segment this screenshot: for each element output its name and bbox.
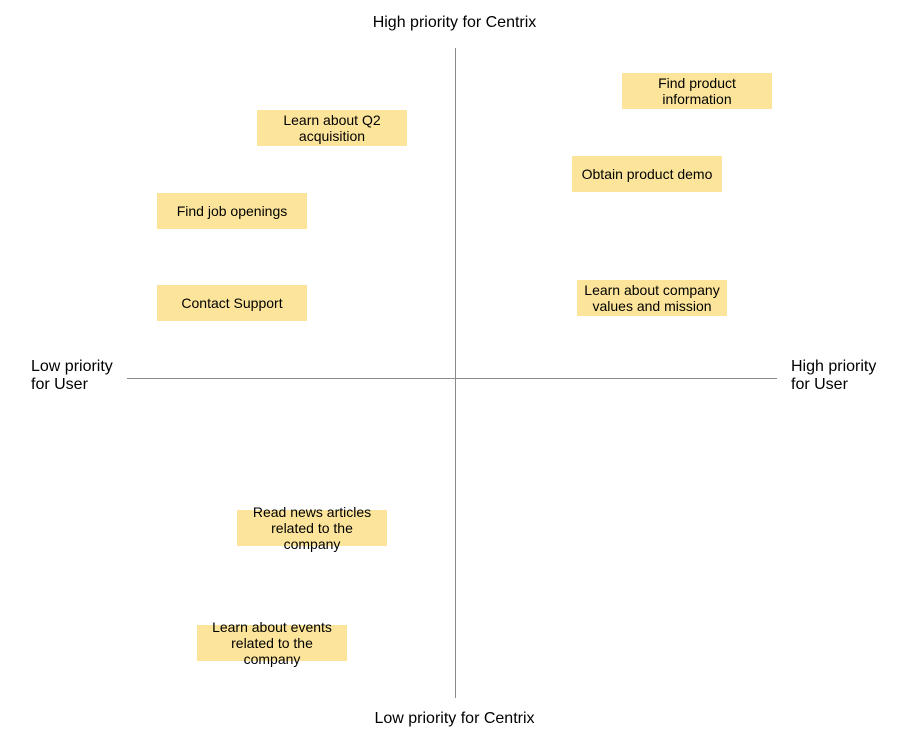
vertical-axis-line xyxy=(455,48,456,698)
sticky-note-text: Find job openings xyxy=(176,203,288,219)
sticky-note-company-values-mission[interactable]: Learn about company values and mission xyxy=(577,280,727,316)
sticky-note-contact-support[interactable]: Contact Support xyxy=(157,285,307,321)
sticky-note-text: Learn about Q2 acquisition xyxy=(283,112,381,144)
sticky-note-text: Find product information xyxy=(658,75,736,107)
sticky-note-q2-acquisition[interactable]: Learn about Q2 acquisition xyxy=(257,110,407,146)
axis-label-high-priority-user: High priority for User xyxy=(791,358,877,393)
axis-label-low-priority-user: Low priority for User xyxy=(31,358,113,393)
horizontal-axis-line xyxy=(127,378,777,379)
sticky-note-text: Learn about events related to the compan… xyxy=(212,619,332,667)
sticky-note-find-job-openings[interactable]: Find job openings xyxy=(157,193,307,229)
sticky-note-find-product-information[interactable]: Find product information xyxy=(622,73,772,109)
axis-label-low-priority-centrix: Low priority for Centrix xyxy=(374,710,535,727)
sticky-note-text: Read news articles related to the compan… xyxy=(252,504,372,552)
sticky-note-text: Learn about company values and mission xyxy=(584,282,720,314)
sticky-note-learn-about-events[interactable]: Learn about events related to the compan… xyxy=(197,619,347,667)
sticky-note-text: Contact Support xyxy=(181,295,283,311)
axis-label-high-priority-centrix: High priority for Centrix xyxy=(372,14,537,31)
sticky-note-read-news-articles[interactable]: Read news articles related to the compan… xyxy=(237,504,387,552)
sticky-note-obtain-product-demo[interactable]: Obtain product demo xyxy=(572,156,722,192)
sticky-note-text: Obtain product demo xyxy=(581,166,713,182)
